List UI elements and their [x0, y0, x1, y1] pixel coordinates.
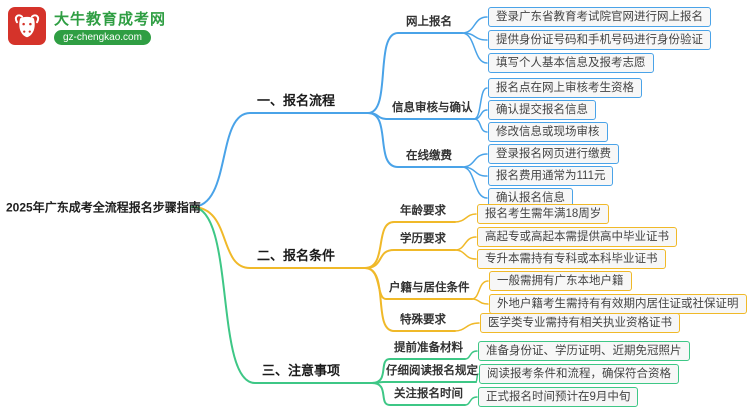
branch-label-registration-process: 一、报名流程	[257, 93, 336, 108]
sub-branch-prepare-materials: 提前准备材料	[394, 342, 463, 354]
leaf-node: 确认提交报名信息	[488, 100, 596, 120]
sub-branch-education-requirement: 学历要求	[400, 233, 446, 245]
brand-domain: gz-chengkao.com	[54, 30, 151, 45]
leaf-node: 一般需拥有广东本地户籍	[489, 271, 632, 291]
leaf-node: 填写个人基本信息及报考志愿	[488, 53, 654, 73]
sub-branch-registration-time: 关注报名时间	[394, 388, 463, 400]
logo: 大牛教育成考网 gz-chengkao.com	[8, 6, 168, 56]
sub-branch-online-registration: 网上报名	[406, 16, 452, 28]
sub-branch-online-payment: 在线缴费	[406, 150, 452, 162]
leaf-node: 修改信息或现场审核	[488, 122, 608, 142]
branch-label-notes: 三、注意事项	[262, 363, 341, 378]
sub-branch-residence-requirement: 户籍与居住条件	[389, 282, 470, 294]
sub-branch-review-confirm: 信息审核与确认	[392, 102, 473, 114]
leaf-node: 提供身份证号码和手机号码进行身份验证	[488, 30, 711, 50]
sub-branch-special-requirement: 特殊要求	[400, 314, 446, 326]
leaf-node: 专升本需持有专科或本科毕业证书	[477, 249, 666, 269]
leaf-node: 外地户籍考生需持有有效期内居住证或社保证明	[489, 294, 747, 314]
leaf-node: 高起专或高起本需提供高中毕业证书	[477, 227, 677, 247]
sub-branch-age-requirement: 年龄要求	[400, 205, 446, 217]
leaf-node: 登录广东省教育考试院官网进行网上报名	[488, 7, 711, 27]
leaf-node: 阅读报考条件和流程，确保符合资格	[479, 364, 679, 384]
leaf-node: 报名考生需年满18周岁	[477, 204, 610, 224]
root-node: 2025年广东成考全流程报名步骤指南	[6, 200, 201, 215]
leaf-node: 医学类专业需持有相关执业资格证书	[480, 313, 680, 333]
leaf-node: 报名费用通常为111元	[488, 166, 614, 186]
leaf-node: 报名点在网上审核考生资格	[488, 78, 642, 98]
leaf-node: 正式报名时间预计在9月中旬	[478, 387, 639, 407]
branch-label-registration-conditions: 二、报名条件	[257, 248, 336, 263]
leaf-node: 登录报名网页进行缴费	[488, 144, 619, 164]
bull-icon	[8, 7, 46, 45]
sub-branch-read-rules: 仔细阅读报名规定	[386, 365, 478, 377]
brand-name: 大牛教育成考网	[54, 11, 167, 28]
leaf-node: 准备身份证、学历证明、近期免冠照片	[478, 341, 690, 361]
